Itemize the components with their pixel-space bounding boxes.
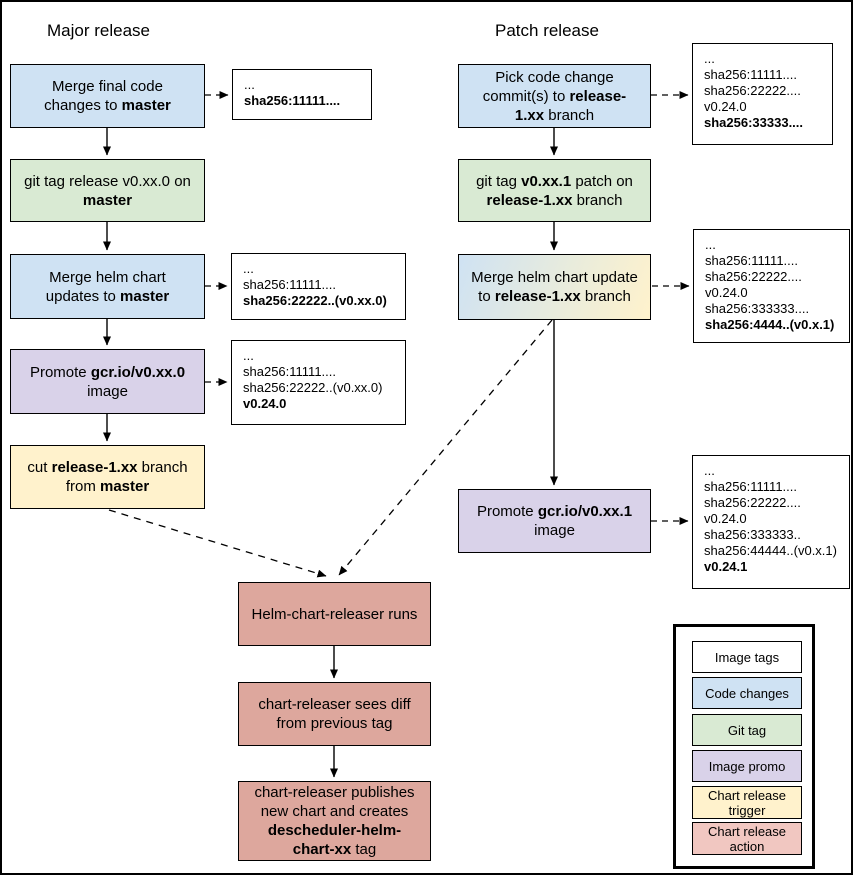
node-releaser-publish: chart-releaser publishes new chart and c… [238, 781, 431, 861]
node-releaser-diff: chart-releaser sees diff from previous t… [238, 682, 431, 746]
tagbox-patch-2: ...sha256:11111....sha256:22222....v0.24… [693, 229, 850, 343]
node-major-cut-branch: cut release-1.xx branch from master [10, 445, 205, 509]
node-patch-git-tag: git tag v0.xx.1 patch on release-1.xx br… [458, 159, 651, 222]
legend-item-chart-action: Chart release action [692, 822, 802, 855]
tagbox-major-2: ...sha256:11111....sha256:22222..(v0.xx.… [231, 253, 406, 320]
node-major-merge-helm: Merge helm chart updates to master [10, 254, 205, 319]
node-major-merge-code: Merge final code changes to master [10, 64, 205, 128]
legend-item-image-tags: Image tags [692, 641, 802, 673]
node-patch-pick-commit: Pick code change commit(s) to release-1.… [458, 64, 651, 128]
tagbox-patch-1: ...sha256:11111....sha256:22222....v0.24… [692, 43, 833, 145]
tagbox-patch-3: ...sha256:11111....sha256:22222....v0.24… [692, 455, 850, 589]
legend-item-image-promo: Image promo [692, 750, 802, 782]
major-release-title: Major release [47, 21, 150, 40]
legend: Image tags Code changes Git tag Image pr… [673, 624, 815, 869]
legend-item-git-tag: Git tag [692, 714, 802, 746]
dashed-arrow-cut-branch-to-releaser [108, 509, 327, 578]
legend-item-code-changes: Code changes [692, 677, 802, 709]
patch-release-title: Patch release [495, 21, 599, 40]
tagbox-major-1: ...sha256:11111.... [232, 69, 372, 120]
tagbox-major-3: ...sha256:11111....sha256:22222..(v0.xx.… [231, 340, 406, 425]
node-major-promote: Promote gcr.io/v0.xx.0 image [10, 349, 205, 414]
node-patch-promote: Promote gcr.io/v0.xx.1 image [458, 489, 651, 553]
node-major-git-tag: git tag release v0.xx.0 on master [10, 159, 205, 222]
node-releaser-runs: Helm-chart-releaser runs [238, 582, 431, 646]
legend-item-chart-trigger: Chart release trigger [692, 786, 802, 819]
node-patch-merge-helm: Merge helm chart update to release-1.xx … [458, 254, 651, 320]
